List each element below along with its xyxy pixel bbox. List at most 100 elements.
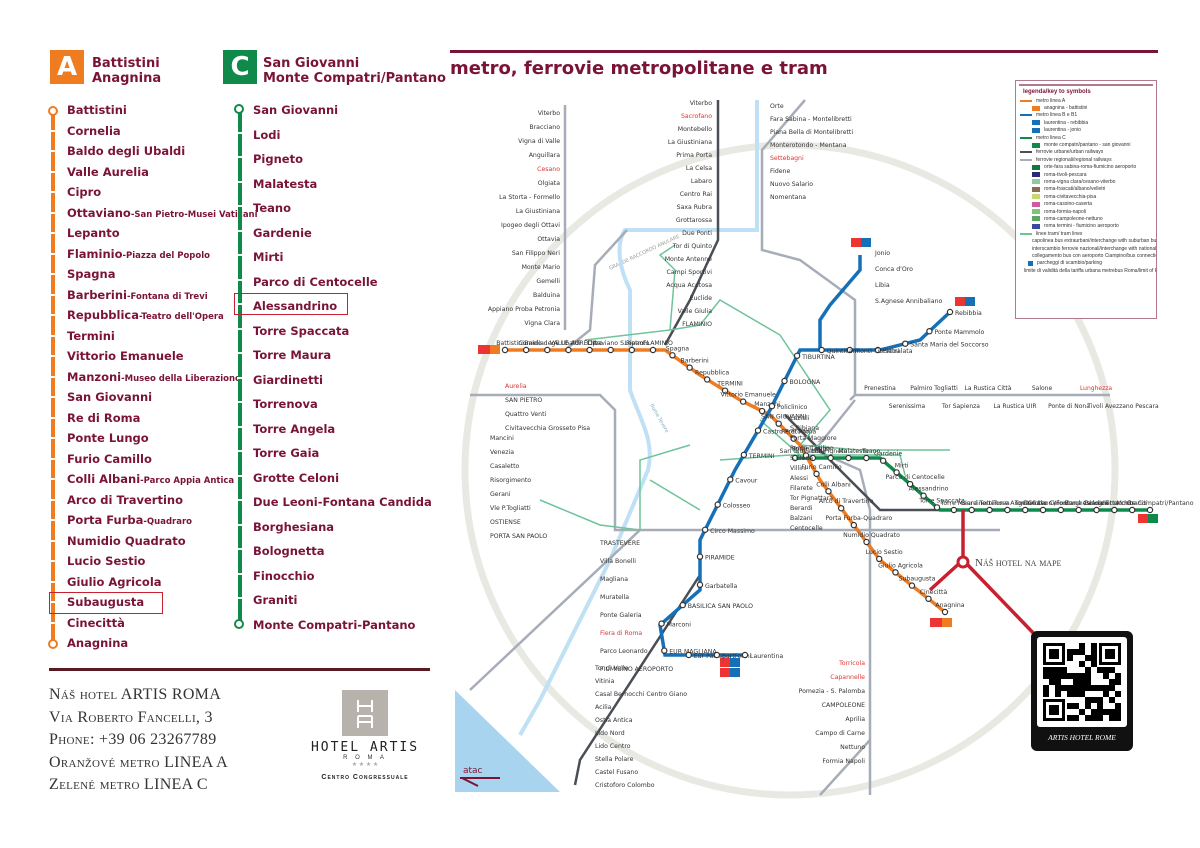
station-marker[interactable] — [714, 501, 721, 508]
station-marker[interactable] — [1093, 506, 1100, 514]
station-marker[interactable] — [696, 553, 704, 560]
station-marker[interactable] — [740, 451, 748, 459]
station-marker[interactable] — [941, 608, 949, 616]
station-marker[interactable] — [790, 435, 797, 442]
legend-item: roma-campoleone-nettuno — [1016, 215, 1156, 222]
station-marker[interactable] — [775, 420, 782, 427]
stop-name: Colli Albani — [67, 472, 141, 486]
station-marker[interactable] — [933, 504, 941, 511]
station-marker[interactable] — [863, 538, 870, 546]
stop-item: Cornelia — [49, 121, 258, 142]
station-marker[interactable] — [669, 352, 676, 359]
station-marker[interactable] — [946, 308, 954, 316]
station-marker[interactable] — [701, 526, 709, 533]
stop-name: San Giovanni — [67, 390, 153, 404]
station-label: Ipogeo degli Ottavi — [501, 222, 560, 229]
station-marker[interactable] — [802, 452, 810, 459]
station-marker[interactable] — [1004, 506, 1011, 514]
station-label: Monte Compatri/Pantano — [1117, 500, 1194, 507]
station-marker[interactable] — [863, 454, 870, 462]
station-marker[interactable] — [686, 364, 693, 371]
station-marker[interactable] — [1022, 506, 1029, 514]
station-label: Monte Antenne — [665, 256, 712, 263]
station-marker[interactable] — [892, 569, 899, 576]
station-marker[interactable] — [825, 488, 832, 495]
line-c-rail — [238, 109, 242, 622]
station-marker[interactable] — [739, 398, 747, 405]
qr-card[interactable]: ARTIS HOTEL ROME — [1031, 631, 1133, 751]
station-marker[interactable] — [696, 581, 704, 589]
station-marker[interactable] — [926, 327, 933, 335]
station-marker[interactable] — [874, 346, 882, 354]
station-marker[interactable] — [713, 651, 721, 659]
station-marker[interactable] — [607, 346, 614, 354]
station-label: Ostia Antica — [595, 717, 633, 724]
station-marker[interactable] — [1146, 506, 1154, 514]
station-marker[interactable] — [565, 346, 572, 354]
station-label: San Giovanni — [780, 448, 821, 455]
qr-module — [1115, 709, 1121, 715]
station-marker[interactable] — [908, 582, 916, 589]
station-marker[interactable] — [1111, 506, 1118, 514]
station-marker[interactable] — [845, 454, 852, 462]
station-marker[interactable] — [793, 352, 801, 360]
station-label: Re di Roma — [781, 429, 816, 436]
qr-module — [1091, 661, 1097, 667]
station-marker[interactable] — [727, 476, 734, 483]
station-marker[interactable] — [879, 457, 887, 464]
station-marker[interactable] — [791, 454, 799, 462]
hotel-phone[interactable]: Phone: +39 06 23267789 — [49, 731, 217, 748]
station-marker[interactable] — [837, 504, 845, 512]
station-marker[interactable] — [658, 620, 665, 627]
station-marker[interactable] — [721, 387, 729, 394]
station-marker[interactable] — [628, 346, 636, 354]
station-marker[interactable] — [906, 480, 914, 488]
station-marker[interactable] — [893, 469, 900, 476]
atac-logo-arrow — [460, 777, 500, 787]
station-marker[interactable] — [501, 346, 509, 354]
hotel-marker[interactable] — [956, 555, 970, 569]
station-marker[interactable] — [968, 506, 975, 514]
stop-item: San Giovanni — [49, 387, 258, 408]
station-marker[interactable] — [781, 377, 788, 385]
station-marker[interactable] — [741, 651, 749, 659]
stop-name: Battistini — [67, 103, 127, 117]
station-marker[interactable] — [768, 402, 776, 410]
station-marker[interactable] — [703, 376, 711, 383]
stop-tick — [237, 180, 243, 183]
station-marker[interactable] — [758, 407, 766, 415]
station-marker[interactable] — [818, 346, 825, 354]
station-label: Aurelia — [505, 383, 527, 390]
legend-box-swatch — [1032, 172, 1040, 178]
qr-code[interactable] — [1037, 637, 1127, 727]
station-label: TERMINI — [748, 453, 775, 460]
stop-item: Graniti — [235, 588, 432, 613]
station-marker[interactable] — [685, 651, 692, 659]
station-marker[interactable] — [1057, 506, 1065, 514]
station-marker[interactable] — [586, 346, 593, 354]
station-marker[interactable] — [544, 346, 551, 354]
line-a-end-badge-west — [478, 345, 500, 354]
station-marker[interactable] — [679, 601, 686, 609]
station-marker[interactable] — [522, 346, 530, 354]
station-marker[interactable] — [920, 492, 927, 499]
station-marker[interactable] — [850, 521, 858, 529]
station-marker[interactable] — [649, 346, 657, 354]
stop-name: Cinecittà — [67, 615, 125, 630]
station-marker[interactable] — [986, 506, 993, 514]
station-marker[interactable] — [1075, 506, 1082, 514]
station-marker[interactable] — [1039, 506, 1047, 514]
station-label: Lido Centro — [595, 743, 631, 750]
station-marker[interactable] — [1128, 506, 1136, 514]
station-marker[interactable] — [809, 454, 817, 462]
station-marker[interactable] — [754, 427, 762, 434]
station-marker[interactable] — [827, 454, 834, 462]
station-marker[interactable] — [876, 555, 883, 563]
station-marker[interactable] — [813, 470, 820, 478]
station-marker[interactable] — [902, 340, 909, 347]
station-marker[interactable] — [925, 595, 932, 602]
station-marker[interactable] — [846, 346, 853, 354]
station-marker[interactable] — [950, 506, 958, 514]
station-marker[interactable] — [661, 647, 668, 654]
